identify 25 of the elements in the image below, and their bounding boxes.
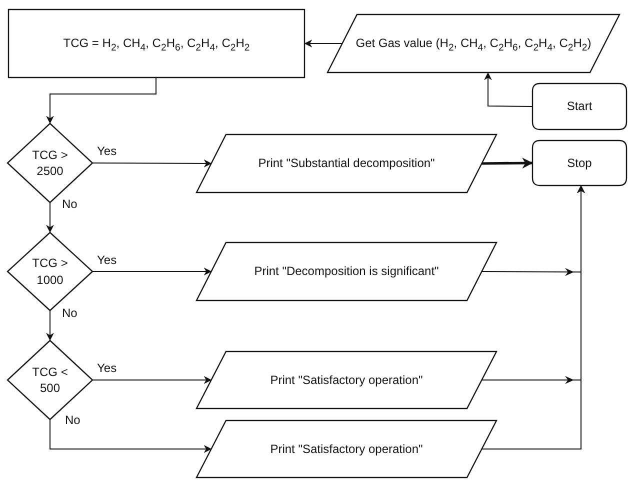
terminal-box xyxy=(532,83,627,130)
condition-text: TCG > 2500 xyxy=(31,146,69,180)
edge-label: Yes xyxy=(97,253,117,267)
step-text: Get Gas value (H$_{2}$, CH$_{4}$, C$_{2}$H$_{6}$, C$_{2}$H$_{4}$, C$_{2}$H$_{2}$) xyxy=(356,35,592,52)
edge-label: No xyxy=(62,197,78,211)
edge-label: Yes xyxy=(97,144,117,158)
input-output-parallelogram xyxy=(196,134,497,193)
terminal-box xyxy=(532,140,627,186)
step-text: Print "Decomposition is significant" xyxy=(254,263,439,280)
edge-label: No xyxy=(62,306,78,320)
process-box xyxy=(8,9,305,78)
step-text: Print "Substantial decomposition" xyxy=(258,155,435,172)
input-output-parallelogram xyxy=(196,351,497,409)
edge-label: Yes xyxy=(97,361,117,375)
condition-text: TCG > 1000 xyxy=(31,255,69,288)
input-output-parallelogram xyxy=(196,242,497,301)
step-text: Start xyxy=(566,98,592,115)
input-output-parallelogram xyxy=(327,14,620,73)
step-text: Print "Satisfactory operation" xyxy=(270,372,423,388)
step-text: Print "Satisfactory operation" xyxy=(270,440,423,458)
step-text: Stop xyxy=(567,154,592,172)
condition-text: TCG < 500 xyxy=(31,364,69,396)
step-text: TCG = H$_{2}$, CH$_{4}$, C$_{2}$H$_{6}$, C$_{2}$H$_{4}$, C$_{2}$H$_{2}$ xyxy=(63,35,250,52)
edge-label: No xyxy=(65,413,80,427)
input-output-parallelogram xyxy=(196,420,497,478)
